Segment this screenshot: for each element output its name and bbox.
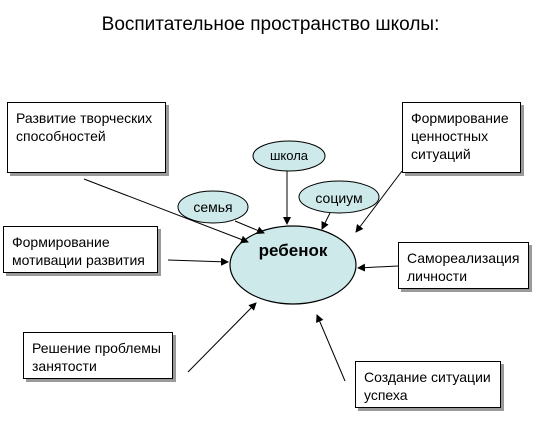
arrow-values	[355, 170, 403, 233]
box-motivation: Формирование мотивации развития	[3, 226, 158, 273]
center-ellipse	[229, 225, 357, 305]
family-label: семья	[193, 199, 233, 215]
school-ellipse	[252, 140, 326, 172]
arrow-selfreal	[357, 263, 399, 272]
society-ellipse	[298, 180, 380, 214]
arrow-success	[316, 314, 346, 382]
center-label: ребенок	[258, 241, 328, 260]
arrow-society	[321, 212, 331, 230]
arrow-family	[234, 220, 265, 235]
school-label: школа	[269, 148, 309, 163]
box-employment: Решение проблемы занятости	[23, 332, 173, 379]
arrow-employment	[187, 302, 257, 373]
box-success: Создание ситуации успеха	[355, 361, 501, 408]
box-creative: Развитие творческих способностей	[7, 102, 166, 173]
box-values: Формирование ценностных ситуаций	[402, 102, 521, 173]
box-selfreal: Самореализация личности	[398, 242, 529, 289]
arrow-motivation	[167, 257, 229, 266]
diagram-title: Воспитательное пространство школы:	[101, 14, 440, 35]
arrow-creative	[83, 178, 249, 244]
society-label: социум	[315, 190, 363, 206]
family-ellipse	[177, 190, 249, 224]
